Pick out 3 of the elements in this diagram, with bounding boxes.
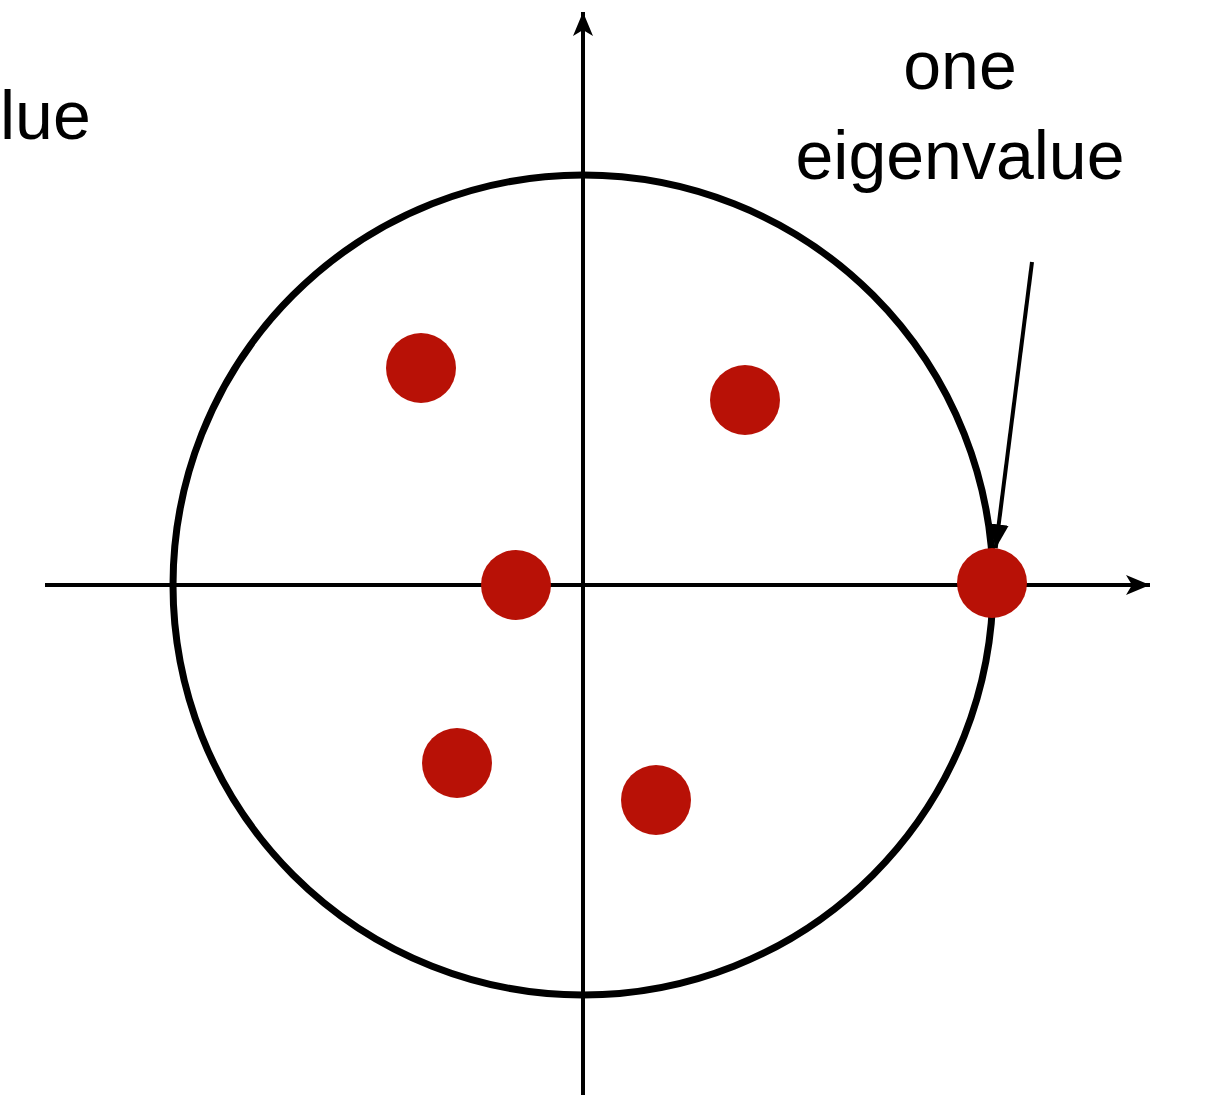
partial-text: lue [0, 76, 91, 155]
leader-arrow [988, 261, 1034, 549]
annotation-text: one eigenvalue [740, 20, 1180, 200]
